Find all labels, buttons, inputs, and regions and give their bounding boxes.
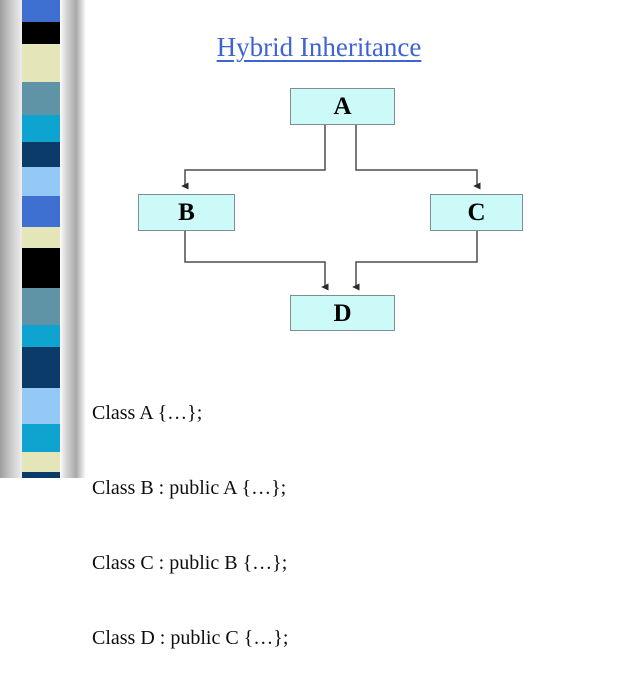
diagram-node-a[interactable]: A: [290, 88, 395, 125]
node-b-label: B: [178, 199, 195, 226]
page-title: Hybrid Inheritance: [216, 32, 422, 62]
decoration-band: [22, 472, 62, 478]
decoration-band: [22, 388, 62, 424]
decoration-band: [22, 115, 62, 142]
node-a-label: A: [333, 93, 352, 120]
decoration-gradient-left: [0, 0, 26, 478]
node-d-label: D: [333, 299, 352, 327]
decoration-band: [22, 452, 62, 472]
decoration-band: [22, 325, 62, 347]
decoration-color-bands: [22, 0, 62, 478]
diagram-node-d[interactable]: D: [290, 295, 395, 331]
code-line: Class C : public B {…};: [92, 552, 288, 574]
code-snippet: Class A {…}; Class B : public A {…}; Cla…: [92, 351, 288, 676]
code-line: Class D : public C {…};: [92, 627, 289, 649]
decoration-band: [22, 0, 62, 22]
code-line: Class A {…};: [92, 402, 203, 424]
edge-a-to-b: [181, 125, 326, 190]
code-line: Class B : public A {…};: [92, 477, 287, 499]
node-c-label: C: [467, 199, 486, 226]
decoration-band: [22, 82, 62, 115]
edge-c-to-d: [352, 231, 478, 291]
decoration-band: [22, 424, 62, 452]
slide-left-decoration: [0, 0, 86, 478]
decoration-band: [22, 288, 62, 325]
decoration-gradient-right: [60, 0, 86, 478]
edge-b-to-d: [184, 231, 329, 291]
decoration-band: [22, 347, 62, 388]
decoration-band: [22, 167, 62, 196]
decoration-band: [22, 44, 62, 82]
decoration-band: [22, 196, 62, 227]
decoration-band: [22, 227, 62, 248]
decoration-band: [22, 22, 62, 44]
decoration-band: [22, 142, 62, 167]
decoration-band: [22, 248, 62, 288]
diagram-node-b[interactable]: B: [138, 194, 235, 231]
edge-a-to-c: [355, 125, 481, 190]
diagram-node-c[interactable]: C: [430, 194, 523, 231]
